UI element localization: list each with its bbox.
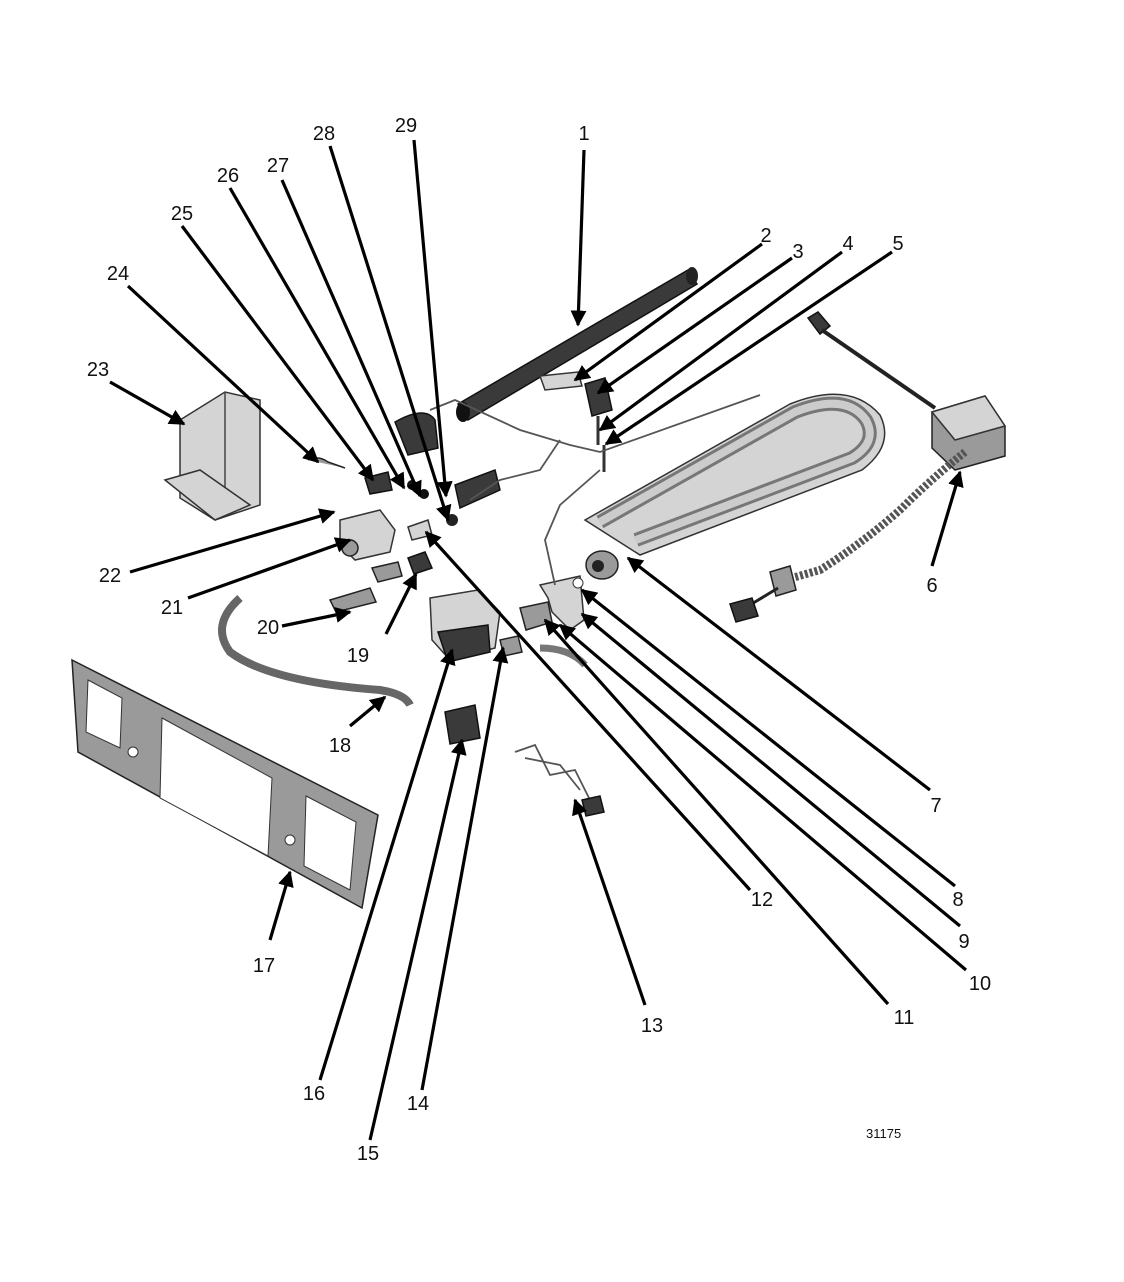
callout-7: 7 [930, 795, 941, 817]
callout-4: 4 [842, 233, 853, 255]
part-thermostat-bracket [163, 391, 261, 521]
leader-lines [109, 139, 968, 1141]
callout-14: 14 [407, 1093, 429, 1115]
callout-10: 10 [969, 973, 991, 995]
callout-16: 16 [303, 1083, 325, 1105]
callout-13: 13 [641, 1015, 663, 1037]
part-power-cord-box [729, 311, 1007, 623]
part-main-burner-loop [583, 393, 886, 580]
callout-3: 3 [792, 241, 803, 263]
callout-22: 22 [99, 565, 121, 587]
part-gas-hose [218, 595, 414, 708]
callout-25: 25 [171, 203, 193, 225]
callout-12: 12 [751, 889, 773, 911]
part-burner-tube [456, 267, 699, 422]
part-wiring-harness [514, 743, 605, 817]
callout-labels: 1 2 3 4 5 6 7 8 9 10 11 12 13 14 15 16 1… [87, 115, 991, 1165]
callout-29: 29 [395, 115, 417, 137]
callout-18: 18 [329, 735, 351, 757]
callout-24: 24 [107, 263, 129, 285]
callout-9: 9 [958, 931, 969, 953]
callout-17: 17 [253, 955, 275, 977]
callout-8: 8 [952, 889, 963, 911]
callout-19: 19 [347, 645, 369, 667]
callout-21: 21 [161, 597, 183, 619]
callout-26: 26 [217, 165, 239, 187]
callout-27: 27 [267, 155, 289, 177]
callout-2: 2 [760, 225, 771, 247]
callout-6: 6 [926, 575, 937, 597]
callout-5: 5 [892, 233, 903, 255]
figure-code: 31175 [866, 1126, 901, 1141]
callout-28: 28 [313, 123, 335, 145]
callout-23: 23 [87, 359, 109, 381]
callout-1: 1 [578, 123, 589, 145]
callout-15: 15 [357, 1143, 379, 1165]
part-control-panel [71, 658, 379, 910]
callout-11: 11 [894, 1007, 915, 1029]
part-valve-assembly [339, 509, 501, 663]
callout-20: 20 [257, 617, 279, 639]
part-transformer [444, 704, 481, 745]
